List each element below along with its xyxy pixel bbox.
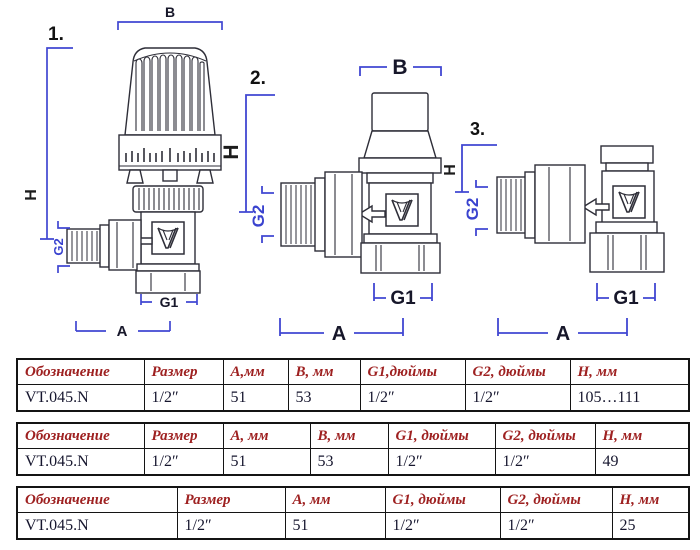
table-cell: 53 xyxy=(287,384,361,412)
collar xyxy=(314,177,326,252)
bottom-nut xyxy=(589,232,665,273)
table-cell: 105…111 xyxy=(569,384,690,412)
table-cell: 1/2″ xyxy=(499,512,613,540)
table-header-cell: Размер xyxy=(143,358,224,385)
table-cell: VT.045.N xyxy=(16,512,178,540)
scale-ring xyxy=(118,134,222,171)
dim-G1-label-2: G1 xyxy=(390,288,416,309)
table-cell: 1/2″ xyxy=(387,448,496,476)
valve-2-drawing xyxy=(280,92,442,274)
collar xyxy=(524,171,536,239)
table-header-cell: Обозначение xyxy=(16,422,145,449)
bottom-nut xyxy=(360,242,441,274)
union-nut xyxy=(324,171,363,258)
table-cell: 51 xyxy=(222,384,289,412)
valve-1-dimensions xyxy=(40,21,223,332)
bottom-nut xyxy=(135,270,201,294)
table-cell: 1/2″ xyxy=(143,448,224,476)
table-cell: 51 xyxy=(284,512,386,540)
table-header-cell: В, мм xyxy=(287,358,361,385)
dim-G2-label-3: G2 xyxy=(463,198,482,221)
valve-3-drawing xyxy=(496,145,665,273)
table-header-cell: G2, дюймы xyxy=(499,486,613,513)
thermostatic-head xyxy=(124,47,216,136)
table-header-cell: Н, мм xyxy=(611,486,690,513)
dim-G2-label-2: G2 xyxy=(249,205,268,228)
table-header-cell: G2, дюймы xyxy=(464,358,571,385)
valve-3-dimensions xyxy=(455,144,656,336)
table-cell: 25 xyxy=(611,512,690,540)
male-thread xyxy=(66,228,102,264)
dim-H-label-2: H xyxy=(220,144,243,159)
dim-H-label-1: H xyxy=(23,189,40,201)
item-number-1: 1. xyxy=(48,24,64,45)
union-nut xyxy=(534,164,586,244)
top-cap xyxy=(600,145,654,164)
table-cell: 1/2″ xyxy=(143,384,224,412)
table-cell: 49 xyxy=(594,448,690,476)
knurled-ring xyxy=(132,185,204,213)
dim-G1-label-3: G1 xyxy=(613,288,639,309)
item-number-3: 3. xyxy=(470,119,485,139)
table-header-cell: G1, дюймы xyxy=(387,422,496,449)
item-number-2: 2. xyxy=(250,68,266,89)
table-cell: 1/2″ xyxy=(176,512,286,540)
table-header-cell: Н, мм xyxy=(594,422,690,449)
dim-G2-label-1: G2 xyxy=(51,238,66,255)
table-cell: 1/2″ xyxy=(359,384,466,412)
collar xyxy=(99,224,110,268)
table-cell: VT.045.N xyxy=(16,448,145,476)
dim-B-label-2: B xyxy=(392,56,407,79)
table-header-cell: А, мм xyxy=(284,486,386,513)
dim-B-label-1: B xyxy=(165,4,175,20)
technical-drawing-sheet: B H G2 G1 A 1. B H G2 G1 xyxy=(16,4,690,540)
table-cell: 51 xyxy=(222,448,311,476)
table-cell: 1/2″ xyxy=(384,512,501,540)
table-header-cell: G1, дюймы xyxy=(384,486,501,513)
table-header-cell: А,мм xyxy=(222,358,289,385)
table-header-cell: Обозначение xyxy=(16,358,145,385)
valve-1-drawing xyxy=(66,47,222,294)
figure-area: B H G2 G1 A 1. B H G2 G1 xyxy=(23,4,665,345)
table-cell: 53 xyxy=(309,448,389,476)
union-nut xyxy=(108,219,142,271)
table-header-cell: В, мм xyxy=(309,422,389,449)
table-cell: 1/2″ xyxy=(494,448,596,476)
protective-cap xyxy=(371,92,429,132)
dim-A-label-1: A xyxy=(117,323,128,340)
male-thread xyxy=(496,176,528,234)
dim-H-label-3: H xyxy=(442,164,459,176)
dim-A-label-2: A xyxy=(332,323,346,345)
table-cell: 1/2″ xyxy=(464,384,571,412)
table-cell: VT.045.N xyxy=(16,384,145,412)
male-thread xyxy=(280,182,318,247)
valve-2-dimensions xyxy=(239,66,442,336)
table-header-cell: Н, мм xyxy=(569,358,690,385)
table-header-cell: Обозначение xyxy=(16,486,178,513)
table-header-cell: Размер xyxy=(143,422,224,449)
table-header-cell: G2, дюймы xyxy=(494,422,596,449)
table-header-cell: G1,дюймы xyxy=(359,358,466,385)
dim-G1-label-1: G1 xyxy=(160,294,179,310)
table-header-cell: А, мм xyxy=(222,422,311,449)
dim-A-label-3: A xyxy=(556,323,570,345)
table-header-cell: Размер xyxy=(176,486,286,513)
